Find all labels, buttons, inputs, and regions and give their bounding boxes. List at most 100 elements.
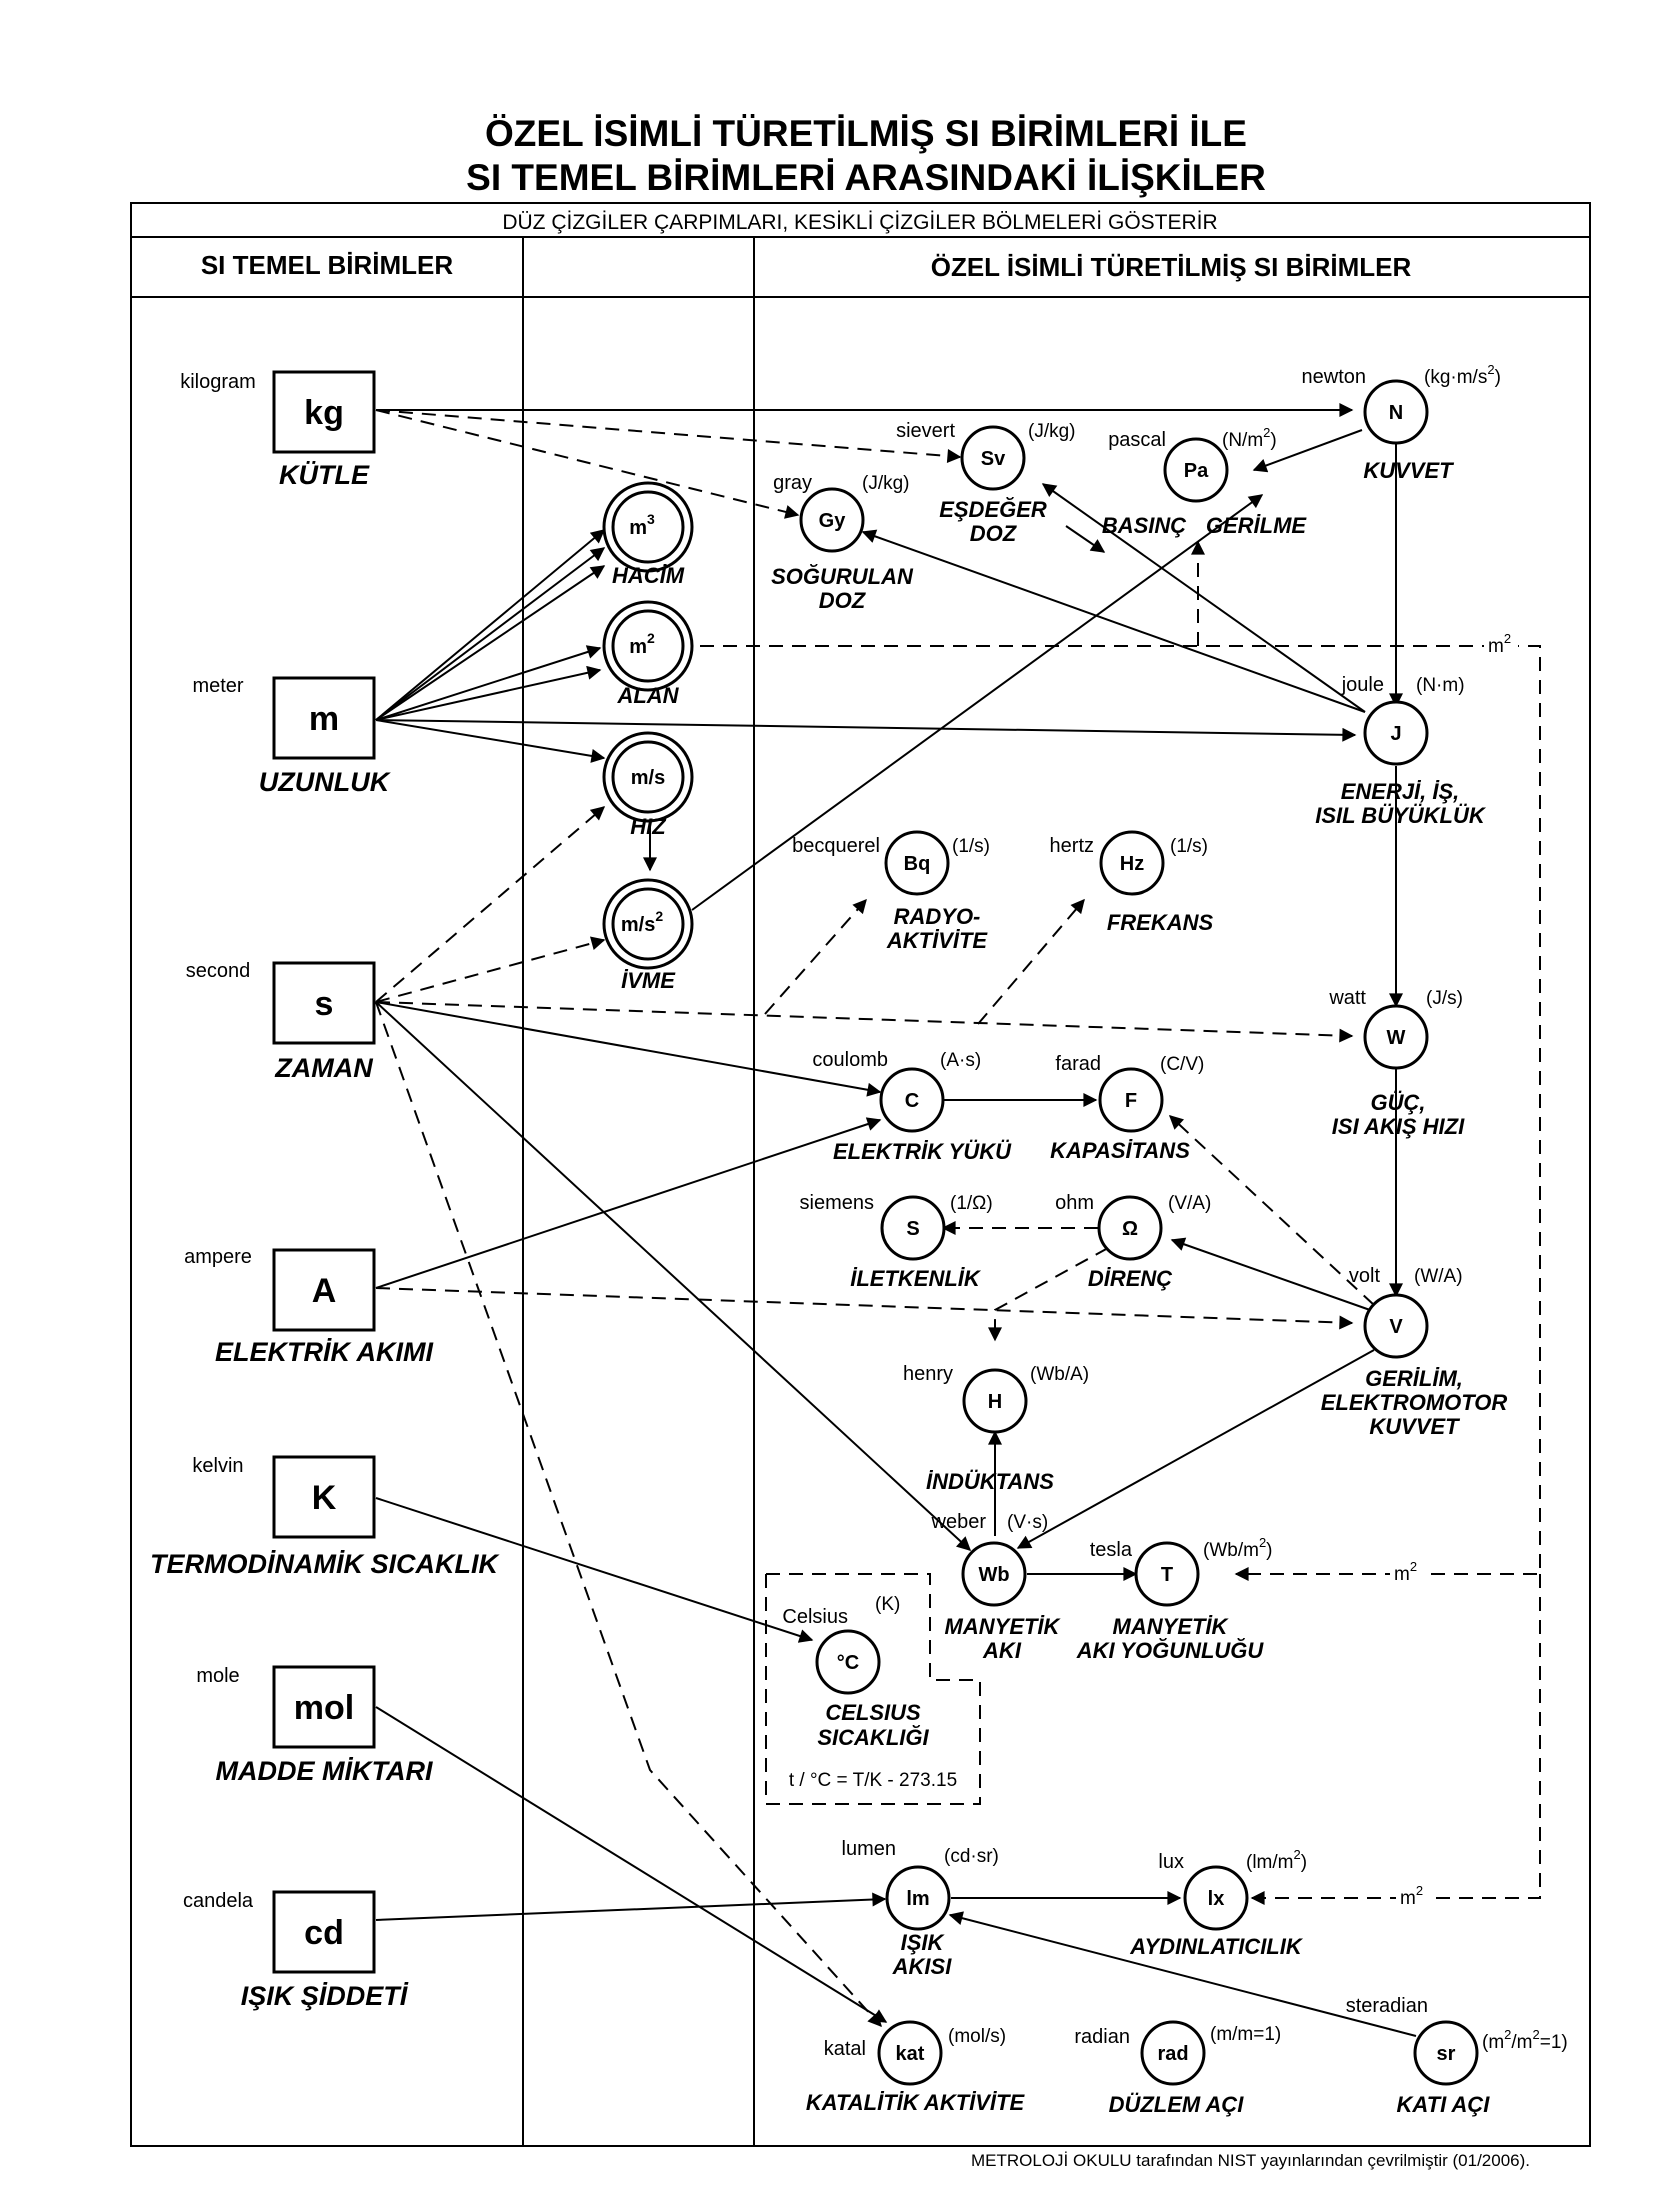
edge-A-C xyxy=(375,1117,882,1289)
edge-sr-lm xyxy=(948,1911,1417,2037)
edge-s-Bq xyxy=(764,898,867,1015)
unit-circle xyxy=(1363,700,1429,766)
edge-m-m3-b xyxy=(375,547,606,721)
unit-name: henry xyxy=(903,1363,953,1385)
unit-symbol: °C xyxy=(837,1652,859,1674)
unit-symbol: Bq xyxy=(904,853,931,875)
title-line2: SI TEMEL BİRİMLERİ ARASINDAKİ İLİŞKİLER xyxy=(466,157,1266,198)
unit-circle xyxy=(960,425,1026,491)
unit-formula: (J/s) xyxy=(1426,988,1463,1009)
edge-mol-kat xyxy=(375,1706,888,2023)
unit-formula: (m2/m2=1) xyxy=(1482,2027,1568,2053)
unit-name: farad xyxy=(1055,1053,1101,1075)
unit-symbol: Sv xyxy=(981,448,1006,470)
unit-symbol: m/s xyxy=(631,767,665,789)
inner-ring xyxy=(611,740,685,814)
header-derived-units: ÖZEL İSİMLİ TÜRETİLMİŞ SI BİRİMLER xyxy=(931,252,1412,282)
quantity-label: AYDINLATICILIK xyxy=(1129,1934,1304,1959)
quantity-label: ELEKTRİK AKIMI xyxy=(215,1337,433,1367)
unit-formula: (V/A) xyxy=(1168,1193,1211,1214)
quantity-label: HACİM xyxy=(612,563,685,588)
edge-K-degC xyxy=(375,1497,814,1643)
unit-symbol: Ω xyxy=(1122,1218,1138,1240)
unit-symbol: mol xyxy=(294,1689,354,1727)
table-frame xyxy=(130,202,1591,2147)
unit-formula: (J/kg) xyxy=(1028,421,1076,442)
unit-symbol: m xyxy=(309,700,339,738)
edge-m-m2-b xyxy=(375,665,602,721)
edge-s-Hz xyxy=(977,898,1085,1025)
quantity-label: MANYETİK xyxy=(1113,1614,1230,1639)
quantity-label: ISI AKIŞ HIZI xyxy=(1332,1114,1465,1139)
quantity-label: SICAKLIĞI xyxy=(817,1725,929,1750)
edge-J-Gy xyxy=(861,529,1366,713)
inner-ring xyxy=(611,887,685,961)
unit-name: volt xyxy=(1349,1265,1381,1287)
quantity-label: EŞDEĞER xyxy=(939,497,1047,522)
unit-symbol: Gy xyxy=(819,510,847,532)
unit-symbol: C xyxy=(905,1090,919,1112)
unit-symbol: H xyxy=(988,1391,1002,1413)
edge-s-ms xyxy=(375,806,606,1003)
quantity-label: KÜTLE xyxy=(279,460,370,490)
quantity-label: AKTİVİTE xyxy=(886,928,989,953)
inner-ring xyxy=(611,490,685,564)
unit-symbol: sr xyxy=(1437,2043,1456,2065)
unit-circle xyxy=(879,1067,945,1133)
unit-symbol: K xyxy=(312,1479,337,1517)
unit-name: kilogram xyxy=(180,371,256,393)
unit-circle xyxy=(799,487,865,553)
unit-formula: (C/V) xyxy=(1160,1054,1204,1075)
celsius-formula: t / °C = T/K - 273.15 xyxy=(789,1770,957,1791)
unit-circle xyxy=(880,1195,946,1261)
m2-label-2: m2 xyxy=(1394,1559,1417,1585)
unit-symbol: m3 xyxy=(629,511,655,539)
unit-circle xyxy=(885,1865,951,1931)
unit-circle xyxy=(1134,1541,1200,1607)
quantity-label: AKISI xyxy=(892,1954,953,1979)
header-base-units: SI TEMEL BİRİMLER xyxy=(201,250,454,280)
unit-name: katal xyxy=(824,2038,866,2060)
unit-name: siemens xyxy=(800,1192,874,1214)
unit-formula: (N·m) xyxy=(1416,675,1465,696)
unit-formula: (1/s) xyxy=(952,836,990,857)
unit-symbol: kat xyxy=(896,2043,925,2065)
unit-symbol: s xyxy=(315,985,334,1023)
edge-Sv-dummy xyxy=(1065,525,1106,553)
unit-name: watt xyxy=(1328,987,1366,1009)
edge-cd-lm xyxy=(375,1892,887,1921)
unit-box xyxy=(272,1665,376,1749)
unit-box xyxy=(272,1890,376,1974)
unit-name: coulomb xyxy=(812,1049,888,1071)
unit-name: radian xyxy=(1074,2026,1130,2048)
unit-symbol: S xyxy=(906,1218,919,1240)
unit-name: ohm xyxy=(1055,1192,1094,1214)
unit-name: gray xyxy=(773,472,812,494)
unit-circle xyxy=(1140,2020,1206,2086)
unit-circle xyxy=(1363,379,1429,445)
unit-circle xyxy=(962,1368,1028,1434)
edge-J-Sv xyxy=(1041,483,1366,713)
m2-label-3: m2 xyxy=(1400,1883,1423,1909)
unit-symbol: T xyxy=(1161,1564,1173,1586)
quantity-label: KUVVET xyxy=(1363,458,1454,483)
base-units: kilogramkgKÜTLEmetermUZUNLUKsecondsZAMAN… xyxy=(150,370,500,2011)
quantity-label: ELEKTRİK YÜKÜ xyxy=(833,1139,1012,1164)
quantity-label: ELEKTROMOTOR xyxy=(1321,1390,1508,1415)
unit-circle xyxy=(961,1541,1027,1607)
edge-V-F xyxy=(1168,1115,1375,1306)
